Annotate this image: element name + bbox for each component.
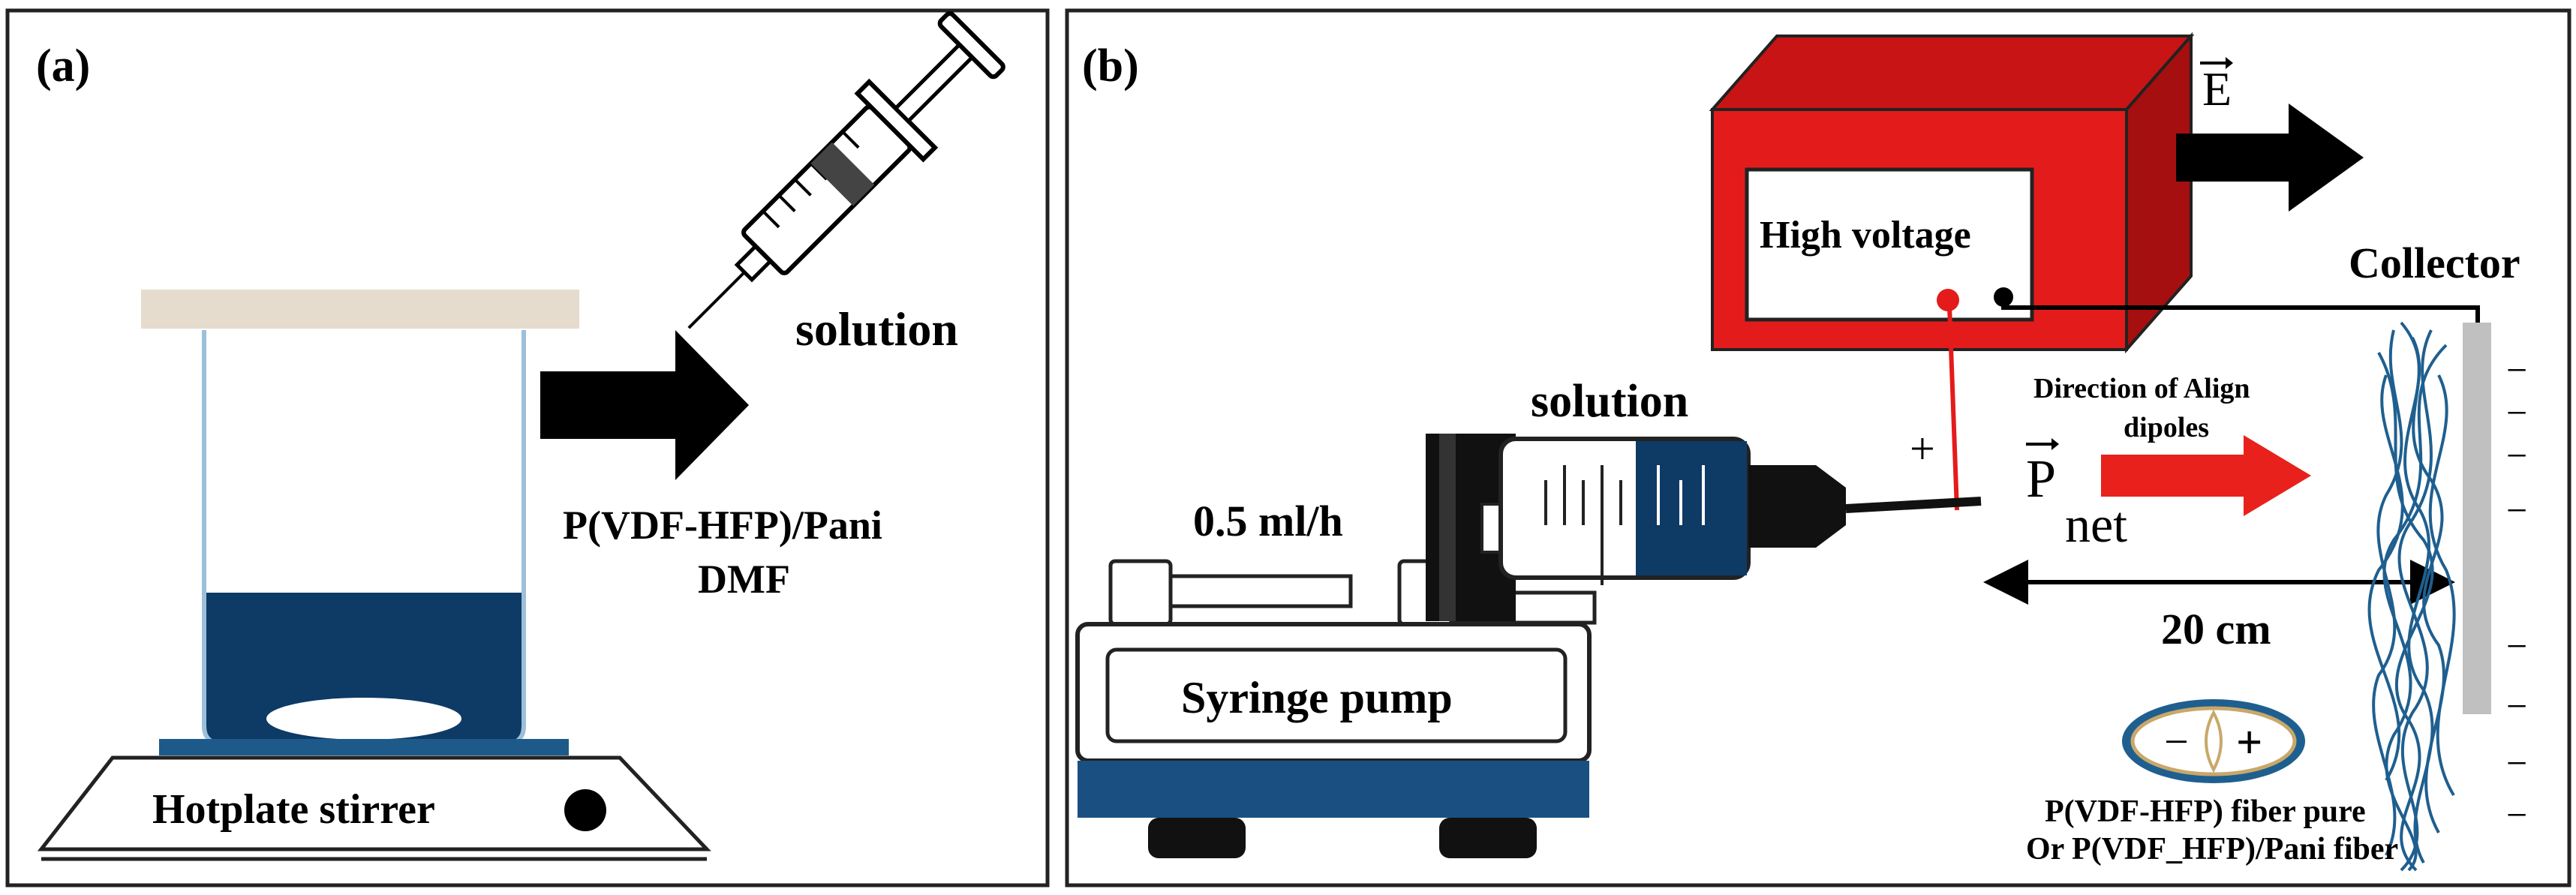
pump-rail bbox=[1168, 574, 1353, 608]
panel-a-solution-label: solution bbox=[795, 302, 958, 356]
ground-wire bbox=[2001, 297, 2480, 323]
negative-charge-marks: − − − − − − − − bbox=[2506, 349, 2527, 836]
direction-label-line1: Direction of Align bbox=[2033, 373, 2250, 404]
minus-mark-4: − bbox=[2506, 489, 2527, 531]
field-symbol: E bbox=[2202, 62, 2232, 116]
polymer-label: P(VDF-HFP)/Pani bbox=[563, 503, 882, 548]
polarization-arrow-icon bbox=[2101, 435, 2311, 516]
pump-syringe bbox=[1480, 437, 1982, 585]
field-arrow-icon bbox=[2176, 104, 2364, 212]
hotplate-knob bbox=[564, 789, 606, 831]
pump-carriage bbox=[1108, 559, 1173, 626]
polarization-vector-head bbox=[2051, 438, 2059, 450]
pump-label: Syringe pump bbox=[1181, 673, 1453, 722]
minus-mark-7: − bbox=[2506, 742, 2527, 784]
solvent-label: DMF bbox=[698, 557, 790, 602]
pump-foot-left bbox=[1148, 818, 1246, 858]
pump-display bbox=[1105, 647, 1568, 743]
beaker-lid bbox=[141, 290, 579, 329]
high-voltage-supply: High voltage bbox=[1709, 32, 2195, 354]
hv-box-top bbox=[1709, 35, 2195, 111]
syringe-pump: Syringe pump bbox=[1075, 434, 1597, 858]
positive-wire bbox=[1946, 300, 1959, 511]
fiber-divider bbox=[2205, 709, 2223, 773]
dipole-minus: − bbox=[2164, 717, 2189, 766]
minus-mark-8: − bbox=[2506, 794, 2527, 836]
high-voltage-label: High voltage bbox=[1760, 214, 1971, 257]
minus-mark-1: − bbox=[2506, 349, 2527, 391]
stir-bar bbox=[266, 698, 461, 740]
syringe-liquid bbox=[1636, 441, 1747, 575]
fiber-label-line2: Or P(VDF_HFP)/Pani fiber bbox=[2026, 832, 2398, 866]
panel-b-frame bbox=[1065, 8, 2571, 887]
pump-foot-right bbox=[1439, 818, 1537, 858]
collected-fibers bbox=[2367, 321, 2456, 872]
panel-b-label: (b) bbox=[1082, 41, 1139, 92]
plus-sign: + bbox=[1910, 424, 1935, 473]
panel-b: (b) High voltage E Collector + bbox=[1065, 8, 2571, 887]
collector-label: Collector bbox=[2349, 239, 2520, 287]
minus-mark-2: − bbox=[2506, 392, 2527, 434]
fiber-inner bbox=[2130, 706, 2297, 776]
polarization-subscript: net bbox=[2065, 496, 2127, 553]
pump-base bbox=[1078, 761, 1589, 818]
fiber-dipole-icon: − + bbox=[2122, 699, 2305, 783]
syringe-needle bbox=[1845, 497, 1982, 513]
field-vector-head bbox=[2226, 57, 2233, 69]
hv-panel bbox=[1745, 167, 2034, 322]
collector-plate bbox=[2463, 323, 2491, 714]
beaker-liquid bbox=[206, 593, 522, 741]
hotplate-label: Hotplate stirrer bbox=[152, 786, 435, 833]
panel-a-frame bbox=[5, 8, 1050, 887]
panel-b-solution-label: solution bbox=[1531, 376, 1688, 427]
distance-label: 20 cm bbox=[2161, 605, 2271, 653]
syringe-hub bbox=[1748, 465, 1846, 548]
syringe-icon bbox=[687, 11, 1005, 329]
pump-pusher-post bbox=[1439, 434, 1456, 621]
arrow-right-icon bbox=[540, 330, 749, 480]
minus-mark-5: − bbox=[2506, 625, 2527, 667]
flow-rate-label: 0.5 ml/h bbox=[1193, 497, 1343, 545]
minus-mark-6: − bbox=[2506, 685, 2527, 727]
panel-a: (a) Hotplate stirrer bbox=[5, 8, 1050, 887]
hotplate-top-plate bbox=[159, 739, 569, 755]
minus-mark-3: − bbox=[2506, 434, 2527, 476]
direction-label-line2: dipoles bbox=[2124, 412, 2209, 443]
dipole-plus: + bbox=[2236, 717, 2262, 768]
fiber-label-line1: P(VDF-HFP) fiber pure bbox=[2045, 794, 2366, 829]
panel-a-label: (a) bbox=[36, 41, 90, 92]
polarization-symbol: P bbox=[2026, 449, 2056, 509]
hotplate-body bbox=[37, 755, 711, 851]
